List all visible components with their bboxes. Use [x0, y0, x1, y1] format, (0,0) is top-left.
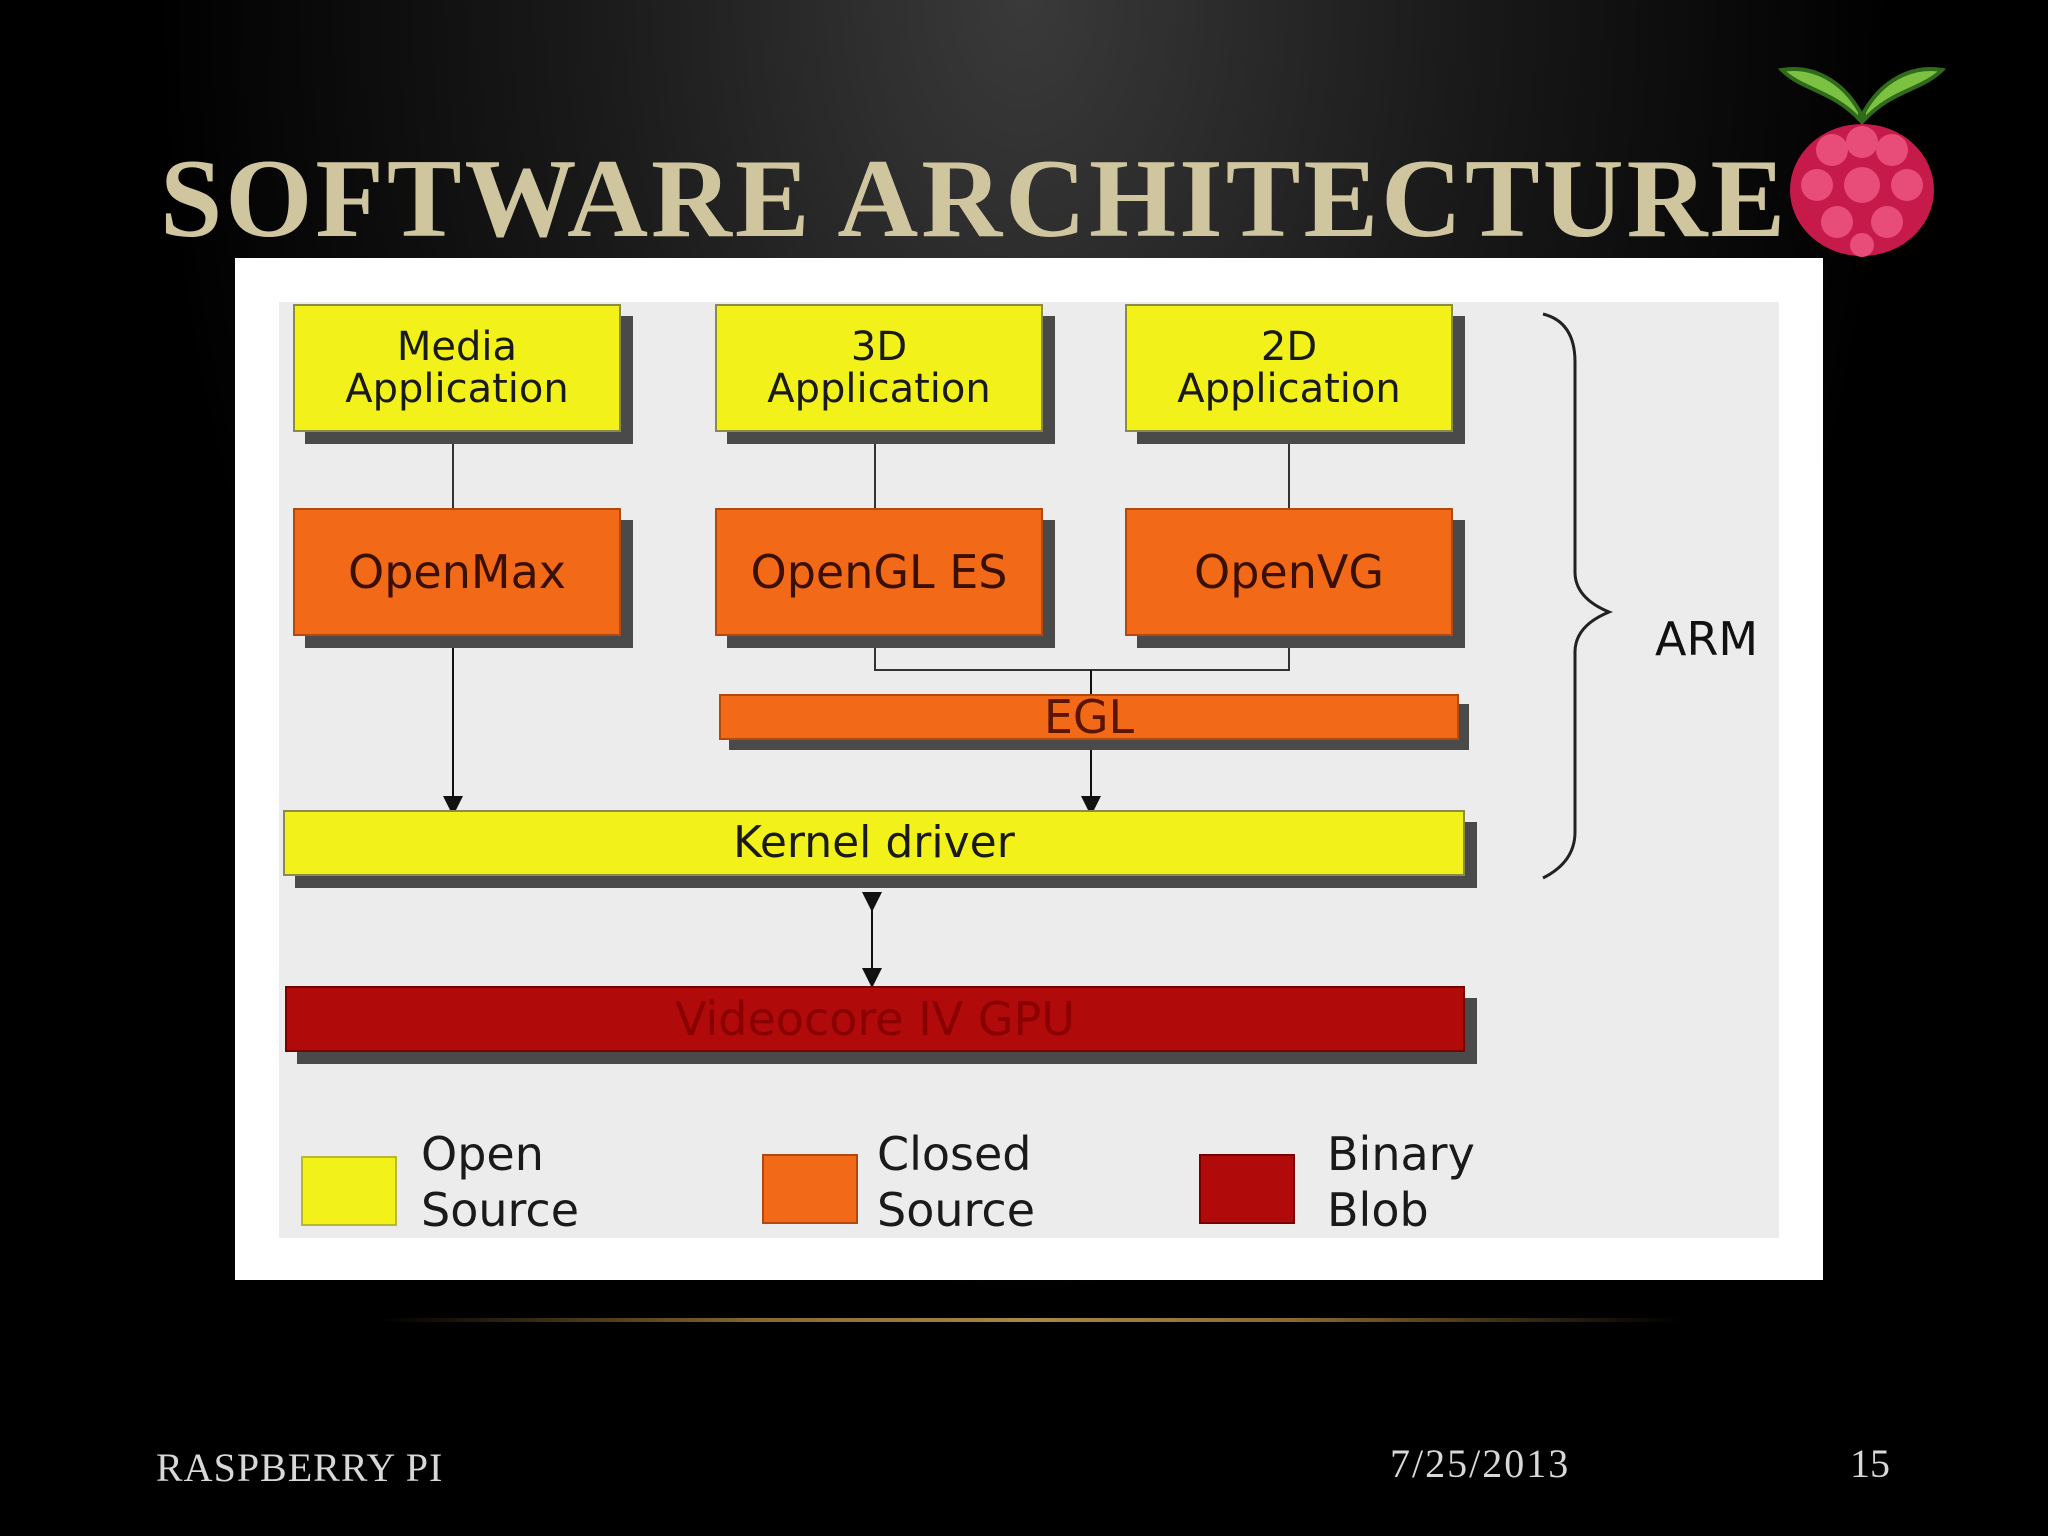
opengl-es-label: OpenGL ES	[750, 544, 1008, 599]
raspberry-pi-logo-icon	[1777, 67, 1947, 257]
legend-swatch-open-source	[301, 1156, 397, 1226]
media-application-line1: Media	[396, 324, 518, 370]
connector-apis-egl	[874, 638, 1290, 671]
legend-closed-source: Closed Source	[877, 1126, 1035, 1238]
kernel-driver-box: Kernel driver	[283, 810, 1465, 876]
legend-closed-source-line1: Closed	[877, 1127, 1032, 1181]
legend-open-source-line1: Open	[421, 1127, 544, 1181]
legend-swatch-closed-source	[762, 1154, 858, 1224]
egl-box: EGL	[719, 689, 1459, 744]
openvg-label: OpenVG	[1194, 544, 1384, 599]
legend-swatch-binary-blob	[1199, 1154, 1295, 1224]
arm-label: ARM	[1655, 612, 1759, 666]
opengl-es-box: OpenGL ES	[715, 508, 1043, 636]
diagram-connectors	[443, 312, 1613, 988]
videocore-gpu-box: Videocore IV GPU	[285, 986, 1465, 1052]
footer-title: RASPBERRY PI	[156, 1445, 444, 1490]
2d-application-line2: Application	[1177, 366, 1401, 412]
videocore-gpu-label: Videocore IV GPU	[675, 991, 1075, 1046]
slide-title: SOFTWARE ARCHITECTURE	[160, 137, 1789, 261]
openvg-box: OpenVG	[1125, 508, 1453, 636]
page-number: 15	[1850, 1441, 1890, 1486]
legend-open-source: Open Source	[421, 1126, 579, 1238]
legend-closed-source-line2: Source	[877, 1183, 1035, 1238]
3d-application-line1: 3D	[850, 324, 908, 370]
openmax-label: OpenMax	[348, 544, 566, 599]
3d-application-line2: Application	[767, 366, 991, 412]
arm-brace	[1542, 312, 1613, 880]
legend-binary-blob-line1: Binary	[1327, 1127, 1475, 1181]
kernel-driver-label: Kernel driver	[733, 816, 1015, 868]
media-application-line2: Application	[345, 366, 569, 412]
openmax-box: OpenMax	[293, 508, 621, 636]
legend-binary-blob: Binary Blob	[1327, 1126, 1475, 1238]
egl-label: EGL	[1043, 689, 1135, 744]
legend-open-source-line2: Source	[421, 1183, 579, 1238]
2d-application-line1: 2D	[1260, 324, 1318, 370]
footer-divider	[380, 1318, 1680, 1322]
footer-date: 7/25/2013	[1390, 1441, 1571, 1486]
legend-binary-blob-line2: Blob	[1327, 1183, 1429, 1238]
